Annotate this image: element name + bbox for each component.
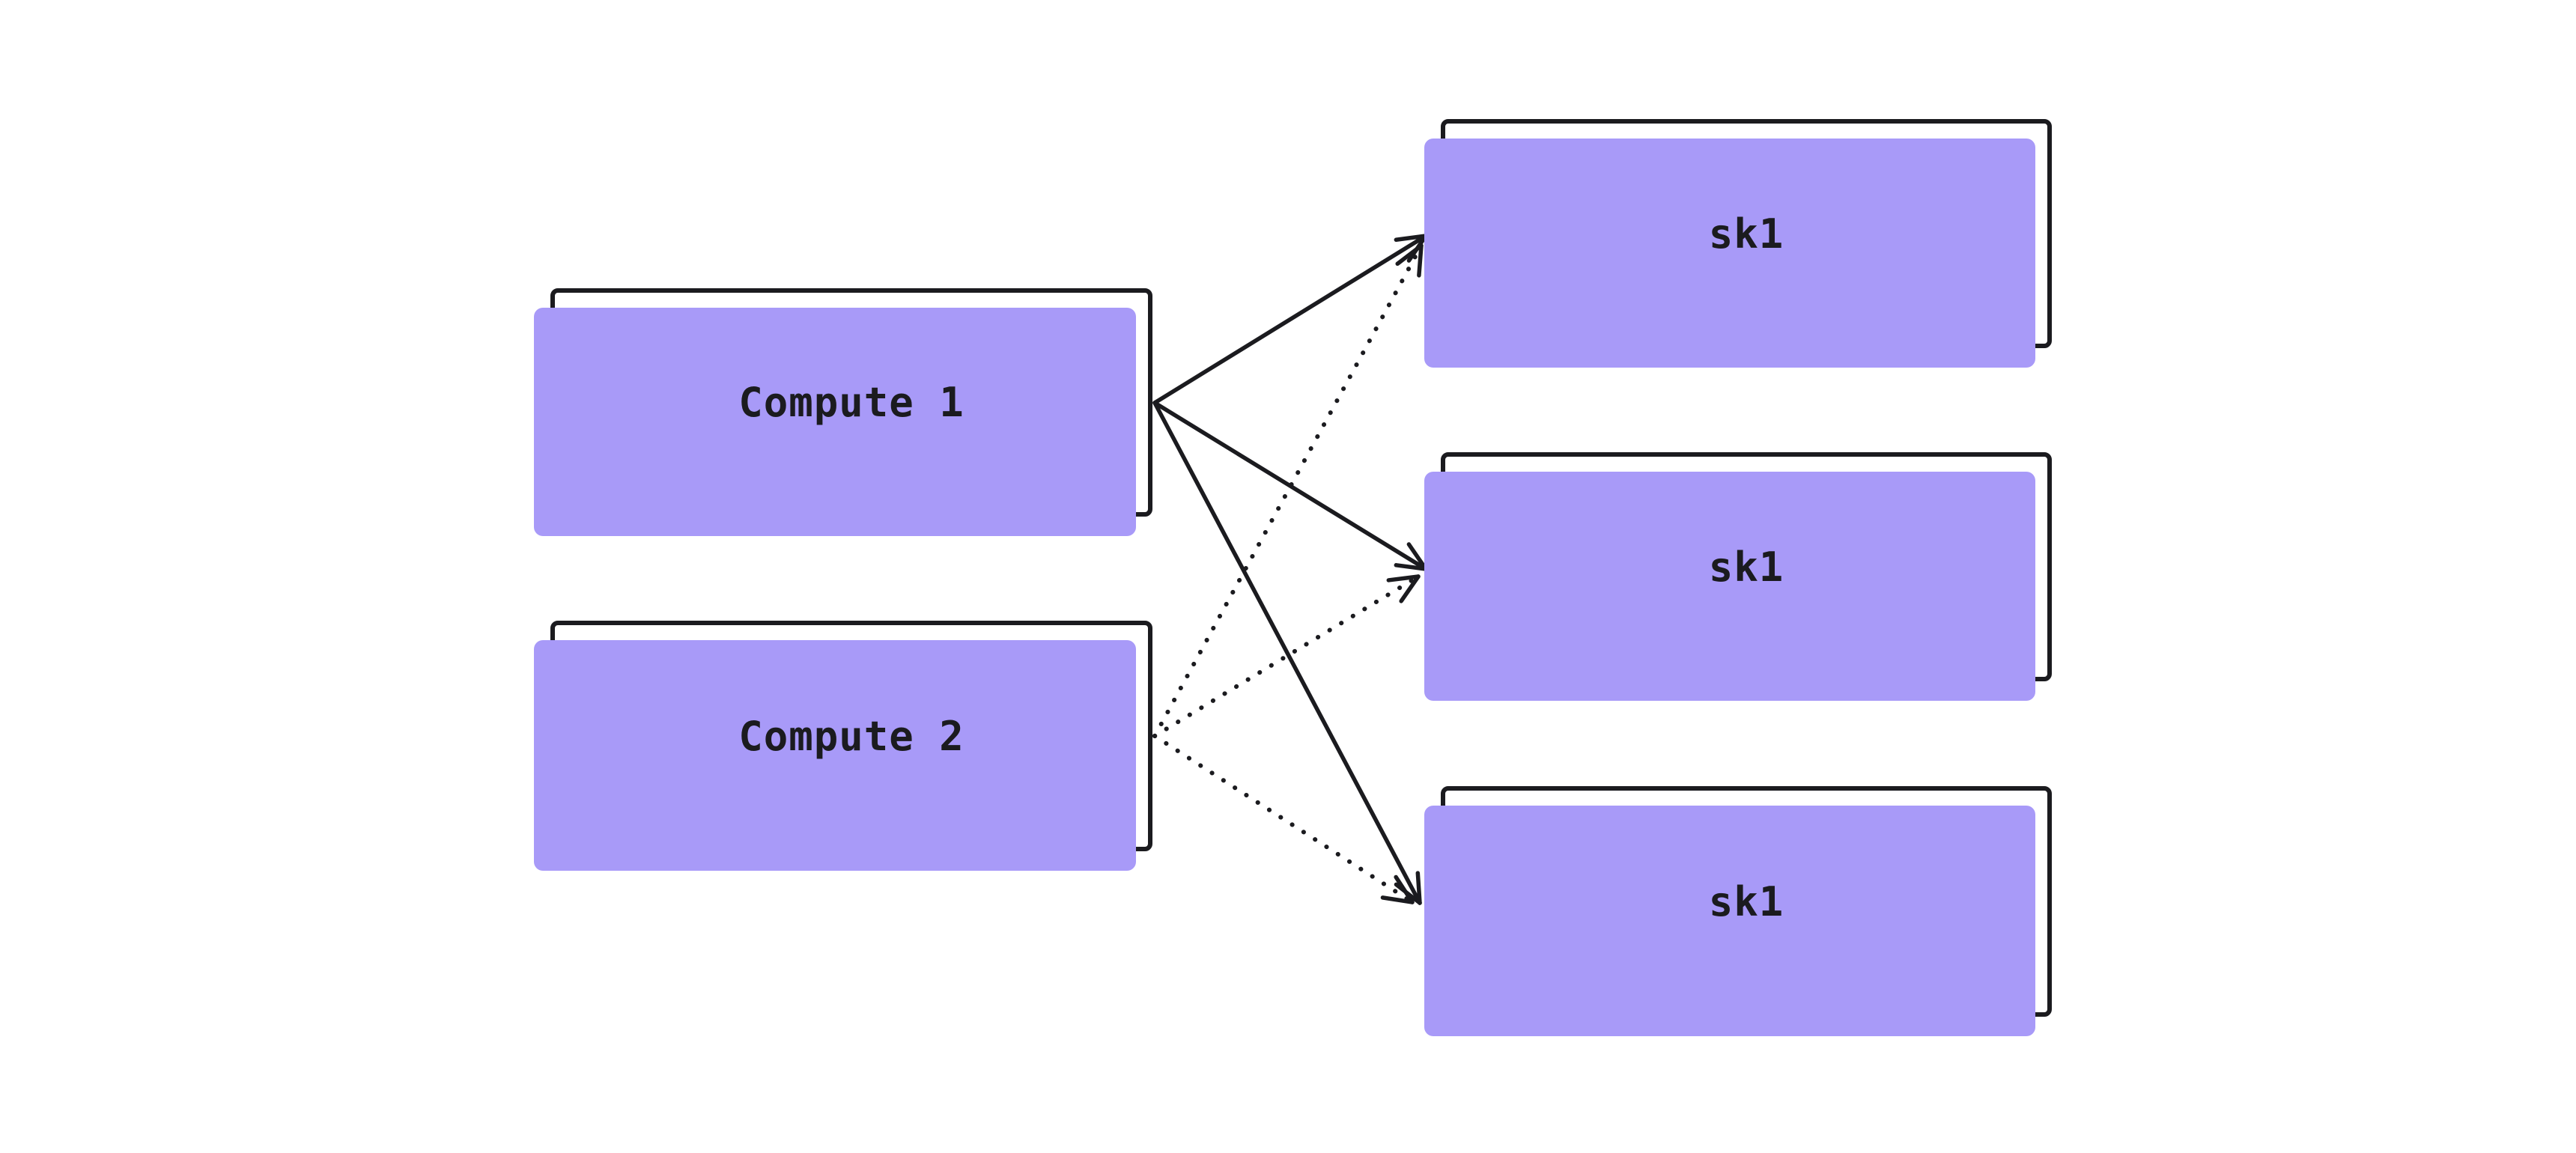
arrowhead-icon (1399, 574, 1421, 603)
edge-line (1152, 234, 1428, 405)
node-compute-1: Compute 1 (550, 288, 1152, 517)
edge-compute-2-to-sk1-middle (1152, 574, 1421, 738)
arrowhead-icon (1406, 542, 1428, 571)
arrowhead-icon (1394, 234, 1428, 243)
arrowhead-icon (1380, 895, 1415, 904)
arrowhead-icon (1386, 574, 1421, 582)
node-sk1-middle: sk1 (1441, 452, 2052, 681)
arrowhead-icon (1415, 871, 1422, 905)
edge-line (1152, 243, 1424, 738)
node-sk1-bottom: sk1 (1441, 786, 2052, 1017)
node-label: Compute 1 (738, 379, 965, 426)
node-label: sk1 (1708, 210, 1784, 258)
arrowhead-icon (1395, 243, 1424, 267)
node-label: Compute 2 (738, 712, 965, 760)
arrowhead-icon (1394, 563, 1428, 571)
node-label: sk1 (1708, 543, 1784, 591)
edge-line (1152, 401, 1422, 905)
node-label: sk1 (1708, 877, 1784, 925)
edge-compute-2-to-sk1-top (1152, 243, 1424, 738)
arrowhead-icon (1394, 874, 1415, 904)
node-sk1-top: sk1 (1441, 119, 2052, 348)
node-compute-2: Compute 2 (550, 621, 1152, 851)
edge-line (1152, 574, 1421, 738)
arrowhead-icon (1417, 243, 1424, 278)
edge-compute-2-to-sk1-bottom (1152, 734, 1415, 904)
